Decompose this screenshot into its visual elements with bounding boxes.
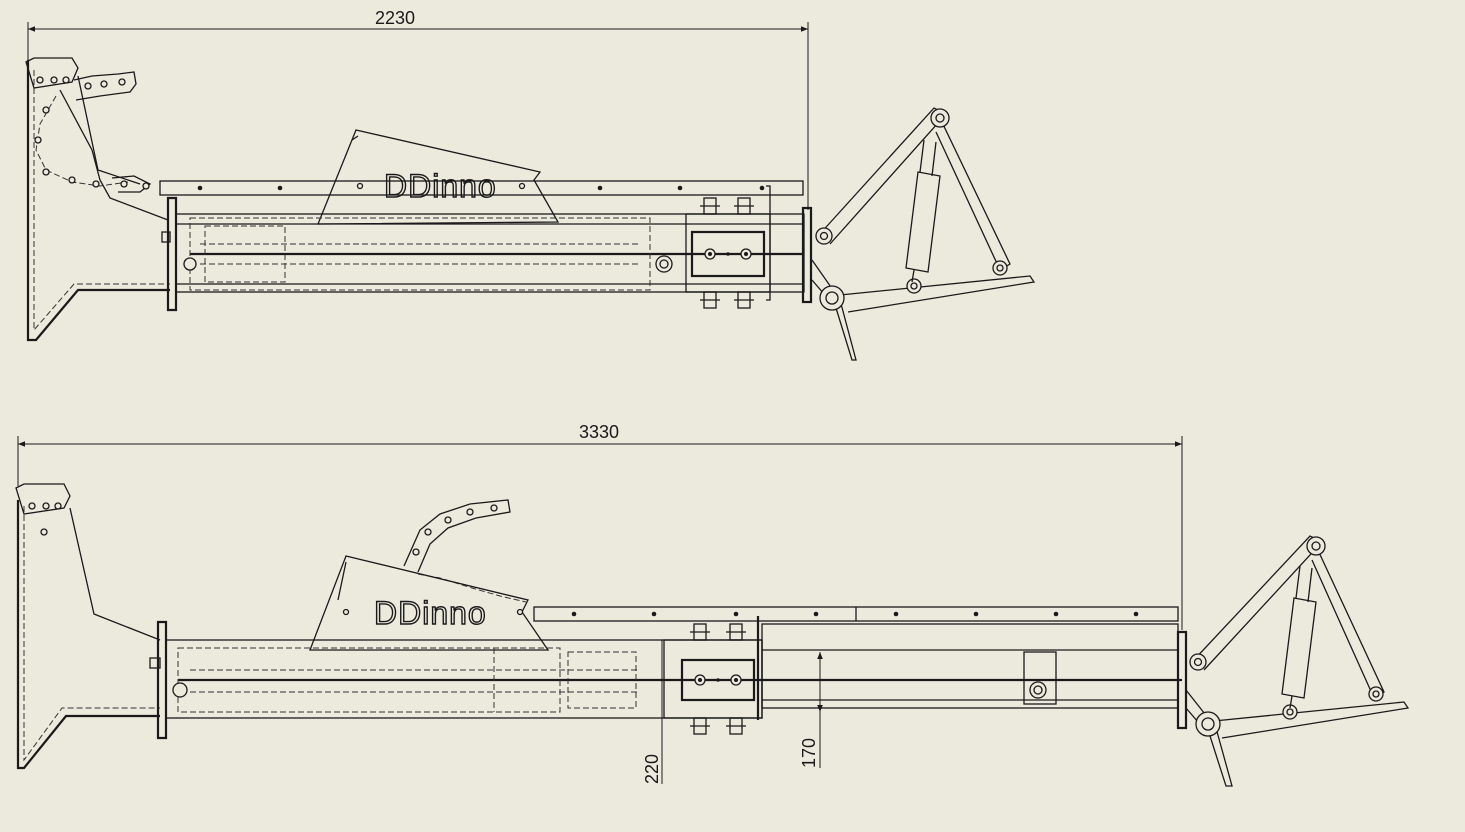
top-rail-2	[533, 606, 1179, 622]
carriage-plate-2	[663, 623, 763, 735]
retracted-view: 2230 DDinno	[25, 8, 1036, 361]
end-plate	[801, 206, 813, 304]
brand-logo-text: DDinno	[384, 168, 497, 204]
dimension-170: 170	[799, 652, 823, 768]
logo-plate: DDinno	[317, 129, 560, 225]
dimension-label-170: 170	[799, 738, 819, 768]
lift-linkage	[811, 107, 1036, 361]
dimension-label-220: 220	[642, 754, 662, 784]
dimension-3330: 3330	[17, 422, 1183, 630]
cable-chain	[34, 71, 152, 193]
dimension-label-extended-length: 3330	[579, 422, 619, 442]
end-plate-2	[1176, 630, 1188, 730]
lift-linkage-2	[1185, 535, 1410, 787]
left-support-bracket	[25, 57, 170, 342]
left-support-bracket-2	[15, 483, 161, 770]
extended-view: 3330 DDinno	[15, 422, 1410, 787]
brand-logo-text-2: DDinno	[374, 595, 487, 631]
dimension-220: 220	[642, 640, 663, 784]
dimension-label-length: 2230	[375, 8, 415, 28]
dimension-2230: 2230	[27, 8, 809, 210]
telescopic-beam	[149, 616, 1182, 740]
top-rail	[159, 180, 804, 196]
main-beam	[161, 185, 805, 312]
logo-plate-2: DDinno	[309, 555, 550, 651]
cable-chain-2	[403, 499, 527, 603]
carriage-plate	[685, 197, 771, 309]
